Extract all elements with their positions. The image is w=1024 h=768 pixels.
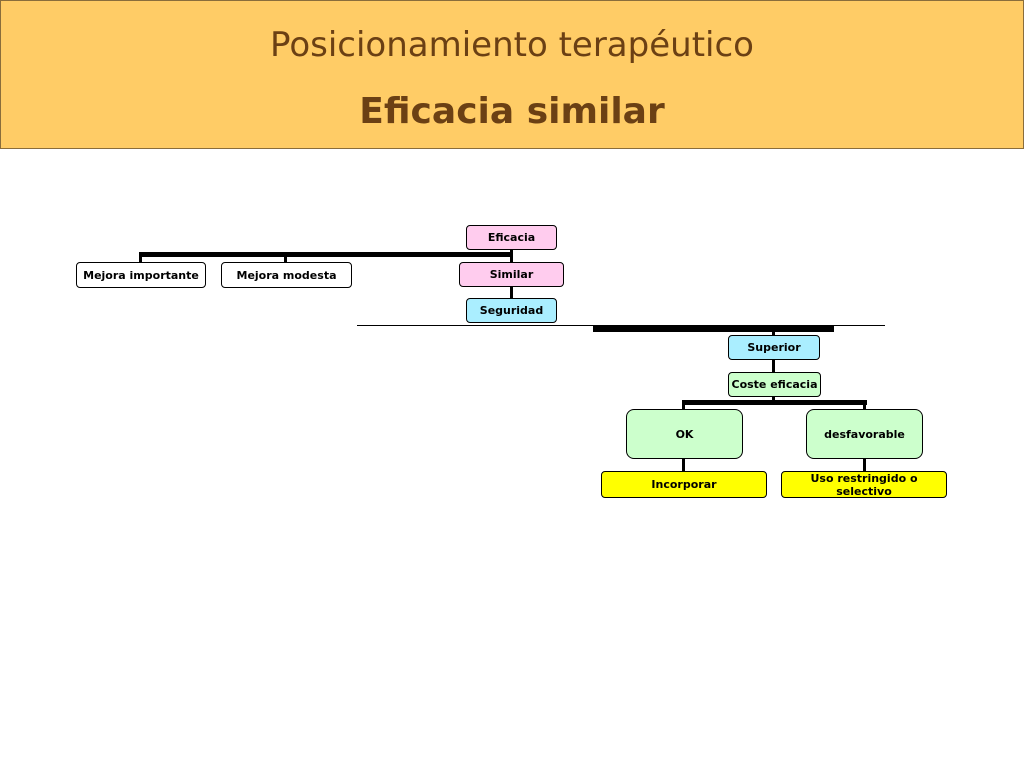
connector-line [510, 286, 513, 298]
connector-line [510, 249, 513, 254]
node-ok: OK [626, 409, 743, 459]
node-seguridad: Seguridad [466, 298, 557, 323]
node-incorporar: Incorporar [601, 471, 767, 498]
connector-line [772, 360, 775, 372]
connector-line [682, 400, 867, 405]
node-uso-restringido: Uso restringido o selectivo [781, 471, 947, 498]
node-mejora-modesta: Mejora modesta [221, 262, 352, 288]
connector-line [863, 458, 866, 471]
node-desfavorable: desfavorable [806, 409, 923, 459]
node-superior: Superior [728, 335, 820, 360]
slide-subtitle: Eficacia similar [359, 91, 665, 132]
node-mejora-importante: Mejora importante [76, 262, 206, 288]
node-similar: Similar [459, 262, 564, 287]
slide-title: Posicionamiento terapéutico [270, 25, 754, 65]
node-coste-eficacia: Coste eficacia [728, 372, 821, 397]
slide-header: Posicionamiento terapéutico Eficacia sim… [0, 0, 1024, 149]
connector-line [682, 403, 685, 410]
connector-line [139, 252, 513, 257]
connector-line [772, 326, 775, 335]
separator-line [357, 325, 885, 326]
connector-line [510, 255, 513, 262]
node-eficacia: Eficacia [466, 225, 557, 250]
connector-line [772, 396, 775, 401]
connector-line [863, 403, 866, 410]
connector-line [139, 255, 142, 262]
connector-line [593, 326, 834, 332]
connector-line [682, 458, 685, 471]
connector-line [284, 255, 287, 262]
